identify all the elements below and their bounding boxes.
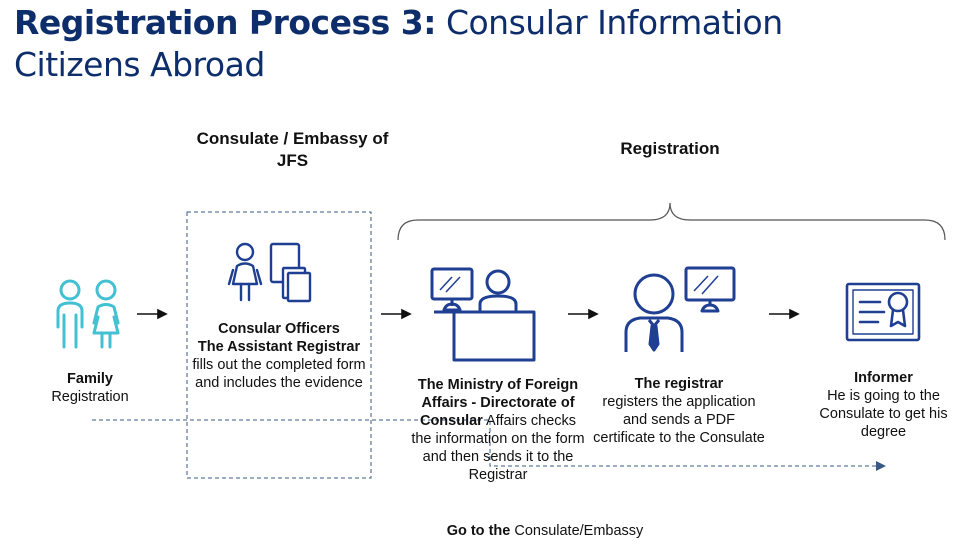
registrar-icon [624,266,736,352]
registrar-label: The registrar registers the application … [592,375,766,447]
family-label-normal: Registration [51,389,129,405]
footer-note: Go to the Consulate/Embassy [400,522,690,540]
consular-officer-icon [227,242,312,303]
page-title: Registration Process 3: Consular Informa… [14,2,783,86]
informer-label: Informer He is going to the Consulate to… [806,369,961,441]
consular-title-2: The Assistant Registrar [197,339,361,355]
registrar-desc: registers the application and sends a PD… [593,394,765,446]
ministry-desc: Affairs checks the information on the fo… [411,413,585,483]
family-icon [56,279,120,349]
footer-normal: Consulate/Embassy [510,523,644,539]
family-label: Family Registration [30,370,150,406]
registration-header: Registration [620,139,720,158]
consular-title-1: Consular Officers [218,321,340,337]
consulate-header: Consulate / Embassy of JFS [196,129,389,170]
title-bold: Registration Process 3: [14,3,436,42]
registrar-title: The registrar [634,376,724,392]
certificate-icon [845,282,921,342]
consular-desc: fills out the completed form and include… [192,357,366,391]
footer-bold: Go to the [446,523,511,539]
consular-label: Consular Officers The Assistant Registra… [180,320,378,392]
ministry-desk-icon [430,267,536,362]
family-label-bold: Family [67,371,113,387]
title-light-1: Consular Information [445,3,783,42]
ministry-label: The Ministry of Foreign Affairs - Direct… [410,376,586,484]
registration-brace [397,202,946,241]
informer-desc: He is going to the Consulate to get his … [819,388,948,440]
consulate-dashed-box [186,211,372,479]
return-dashed-line [92,419,880,467]
informer-title: Informer [854,370,913,386]
ministry-title: The Ministry of Foreign Affairs - Direct… [417,377,579,429]
title-light-2: Citizens Abroad [14,45,265,84]
